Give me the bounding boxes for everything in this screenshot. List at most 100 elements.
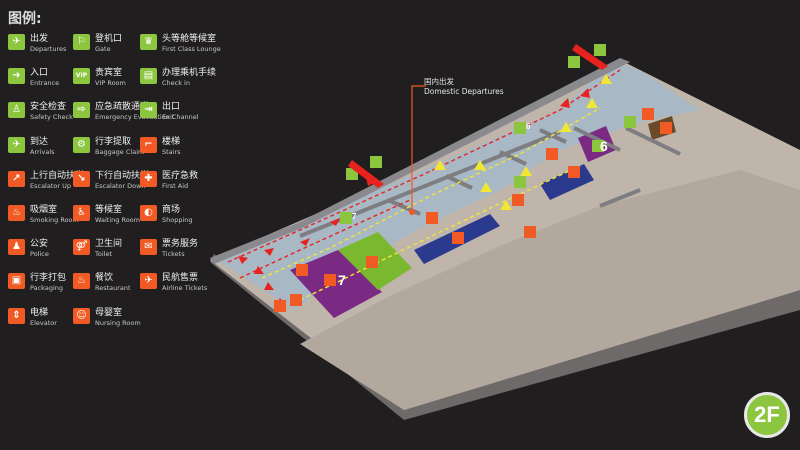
airline-tickets-icon: ✈ — [140, 273, 157, 290]
legend-label-en: Airline Tickets — [162, 284, 208, 293]
safety-check-icon: ♙ — [8, 102, 25, 119]
legend-label-en: Check in — [162, 79, 190, 88]
departures-icon-4 — [568, 56, 580, 68]
legend-label-zh: 应急疏散通道 — [95, 102, 150, 113]
legend-label-en: Nursing Room — [95, 318, 141, 327]
legend-label-en: Waiting Room — [95, 216, 140, 224]
check-in-icon: ▤ — [140, 68, 157, 85]
concourse-area — [214, 62, 700, 310]
departures-icon-1 — [370, 156, 382, 168]
baggage-claim-icon: ⚙ — [73, 136, 90, 153]
floor-badge: 2F — [744, 392, 790, 438]
yellow-arrows — [434, 74, 612, 210]
legend-label-en: Arrivals — [30, 147, 55, 156]
shopping-icon — [324, 274, 336, 286]
escalator-down-icon: ↘ — [73, 170, 90, 187]
legend-label-zh: 公安 — [30, 239, 49, 250]
elevator-icon: ⇕ — [8, 307, 25, 324]
tickets-icon: ✉ — [140, 239, 157, 256]
escalator-up-icon: ↗ — [8, 170, 25, 187]
legend-label-zh: 卫生间 — [95, 239, 123, 250]
escalator-up-icon — [290, 294, 302, 306]
legend-label-en: Exit — [162, 113, 175, 122]
legend-label-en: Restaurant — [95, 284, 131, 293]
map-icons[interactable] — [274, 44, 672, 312]
legend-label-zh: 行李提取 — [95, 136, 132, 147]
check-in-icon-2 — [624, 116, 636, 128]
legend-label-zh: 头等舱等候室 — [162, 34, 217, 44]
legend-label-en: Escalator Down — [95, 181, 146, 190]
legend-label-zh: 下行自动扶梯 — [95, 170, 150, 181]
gate-6-icon — [514, 122, 526, 134]
restaurant-icon — [426, 212, 438, 224]
legend-label-zh: 票务服务 — [162, 239, 199, 250]
escalator-icon — [642, 108, 654, 120]
toilet-icon — [366, 256, 378, 268]
legend-label-zh: 办理乘机手续 — [162, 68, 217, 79]
legend-label-en: First Aid — [162, 181, 189, 190]
legend-label-en: Toilet — [95, 250, 113, 259]
elevator-icon-2 — [524, 226, 536, 238]
legend-label-zh: 民航售票 — [162, 273, 199, 284]
callout-label-en: Domestic Departures — [424, 87, 504, 96]
packaging-icon: ▣ — [8, 273, 25, 290]
legend-label-en: Police — [30, 250, 49, 259]
police-icon: ♟ — [8, 239, 25, 256]
baggage-icon — [512, 194, 524, 206]
legend-label-zh: 楼梯 — [162, 136, 181, 147]
check-in-icon — [514, 176, 526, 188]
legend-label-zh: 商场 — [162, 205, 181, 215]
legend-title: 图例: — [8, 11, 42, 27]
legend-label-en: Packaging — [30, 284, 63, 293]
lower-walkway — [300, 170, 800, 410]
gate-6-marker: 6 — [526, 122, 531, 131]
gate-7-marker: 7 — [352, 212, 357, 221]
legend-label-zh: 等候室 — [95, 205, 123, 215]
vip-room-icon: VIP — [73, 68, 90, 85]
room-7-label: 7 — [338, 272, 346, 288]
legend-label-zh: 安全检查 — [30, 102, 67, 113]
toilet-icon: ⚤ — [73, 239, 90, 256]
stairs-icon: ⌐ — [140, 136, 157, 153]
legend-label-en: Entrance — [30, 79, 60, 88]
shopping-icon-2 — [452, 232, 464, 244]
entrance-icon: ➜ — [8, 68, 25, 85]
legend-label-zh: 餐饮 — [95, 273, 114, 284]
legend-label-zh: 贵宾室 — [95, 68, 123, 79]
toilet-icon-2 — [568, 166, 580, 178]
legend-label-zh: 行李打包 — [30, 273, 67, 284]
legend-label-en: Smoking Room — [30, 216, 79, 224]
legend-label-en: First Class Lounge — [162, 45, 221, 53]
departures-icon: ✈ — [8, 34, 25, 50]
legend-label-zh: 出口 — [162, 102, 181, 113]
legend-label-zh: 登机口 — [95, 34, 123, 44]
counter-right[interactable] — [540, 164, 594, 200]
legend-label-en: Baggage Claim — [95, 147, 145, 156]
callout-pointer — [409, 85, 426, 215]
elevator-icon — [296, 264, 308, 276]
legend-label-en: Gate — [95, 45, 111, 53]
legend-label-zh: 入口 — [30, 68, 49, 79]
legend-label-en: Elevator — [30, 318, 57, 327]
gate-icon: ⚐ — [73, 34, 90, 50]
restaurant-icon-2 — [546, 148, 558, 160]
